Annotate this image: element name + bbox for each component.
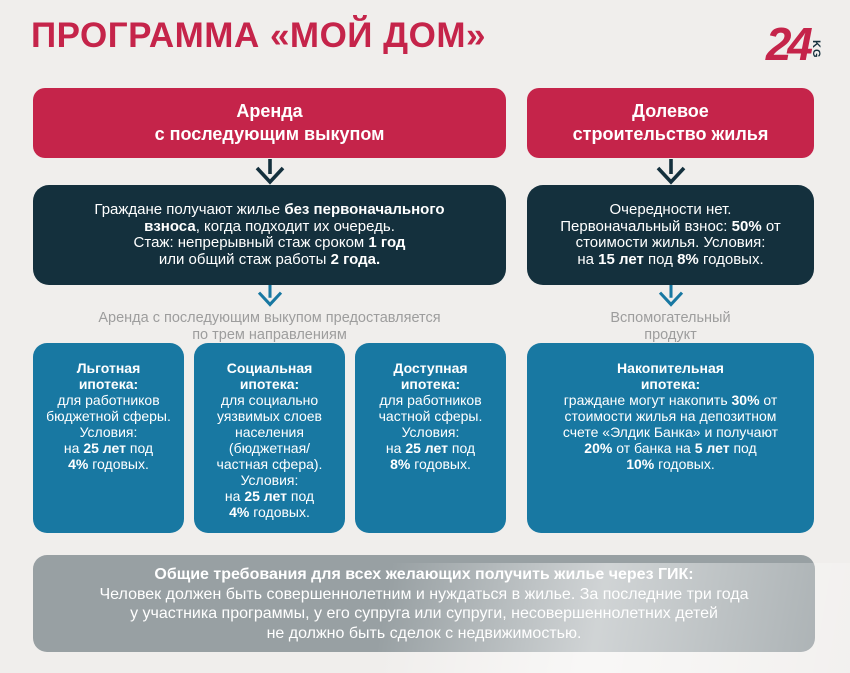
down-arrow-icon bbox=[658, 285, 683, 307]
construction-cards-row: Накопительная ипотека: граждане могут на… bbox=[527, 343, 814, 533]
logo-24kg: 24 KG bbox=[765, 18, 822, 70]
rent-arrow-level1 bbox=[33, 158, 506, 185]
rent-arrow-level2 bbox=[33, 285, 506, 307]
column-shared-construction: Долевое строительство жилья Очередности … bbox=[527, 88, 814, 533]
construction-aux-label: Вспомогательный продукт bbox=[610, 310, 731, 343]
down-arrow-icon bbox=[656, 158, 685, 185]
column-rent-with-buyout: Аренда с последующим выкупом Граждане по… bbox=[33, 88, 506, 533]
card-dostupnaya-ipoteka: Доступная ипотека: для работников частно… bbox=[355, 343, 506, 533]
card-sotsialnaya-ipoteka: Социальная ипотека: для социально уязвим… bbox=[194, 343, 345, 533]
down-arrow-icon bbox=[255, 158, 284, 185]
logo-kg-text: KG bbox=[810, 40, 822, 59]
rent-branch-header: Аренда с последующим выкупом bbox=[33, 88, 506, 158]
construction-arrow-level1 bbox=[527, 158, 814, 185]
footer-general-requirements: Общие требования для всех желающих получ… bbox=[33, 555, 815, 652]
card-nakopitelnaya-ipoteka: Накопительная ипотека: граждане могут на… bbox=[527, 343, 814, 533]
construction-branch-header: Долевое строительство жилья bbox=[527, 88, 814, 158]
down-arrow-icon bbox=[257, 285, 282, 307]
construction-conditions-box: Очередности нет. Первоначальный взнос: 5… bbox=[527, 185, 814, 285]
card-lgotnaya-ipoteka: Льготная ипотека: для работников бюджетн… bbox=[33, 343, 184, 533]
rent-conditions-box: Граждане получают жилье без первоначальн… bbox=[33, 185, 506, 285]
rent-cards-row: Льготная ипотека: для работников бюджетн… bbox=[33, 343, 506, 533]
logo-24-text: 24 bbox=[765, 18, 813, 70]
construction-arrow-level2 bbox=[527, 285, 814, 307]
page-title: ПРОГРАММА «МОЙ ДОМ» bbox=[31, 16, 486, 55]
rent-branches-label: Аренда с последующим выкупом предоставля… bbox=[98, 310, 441, 343]
